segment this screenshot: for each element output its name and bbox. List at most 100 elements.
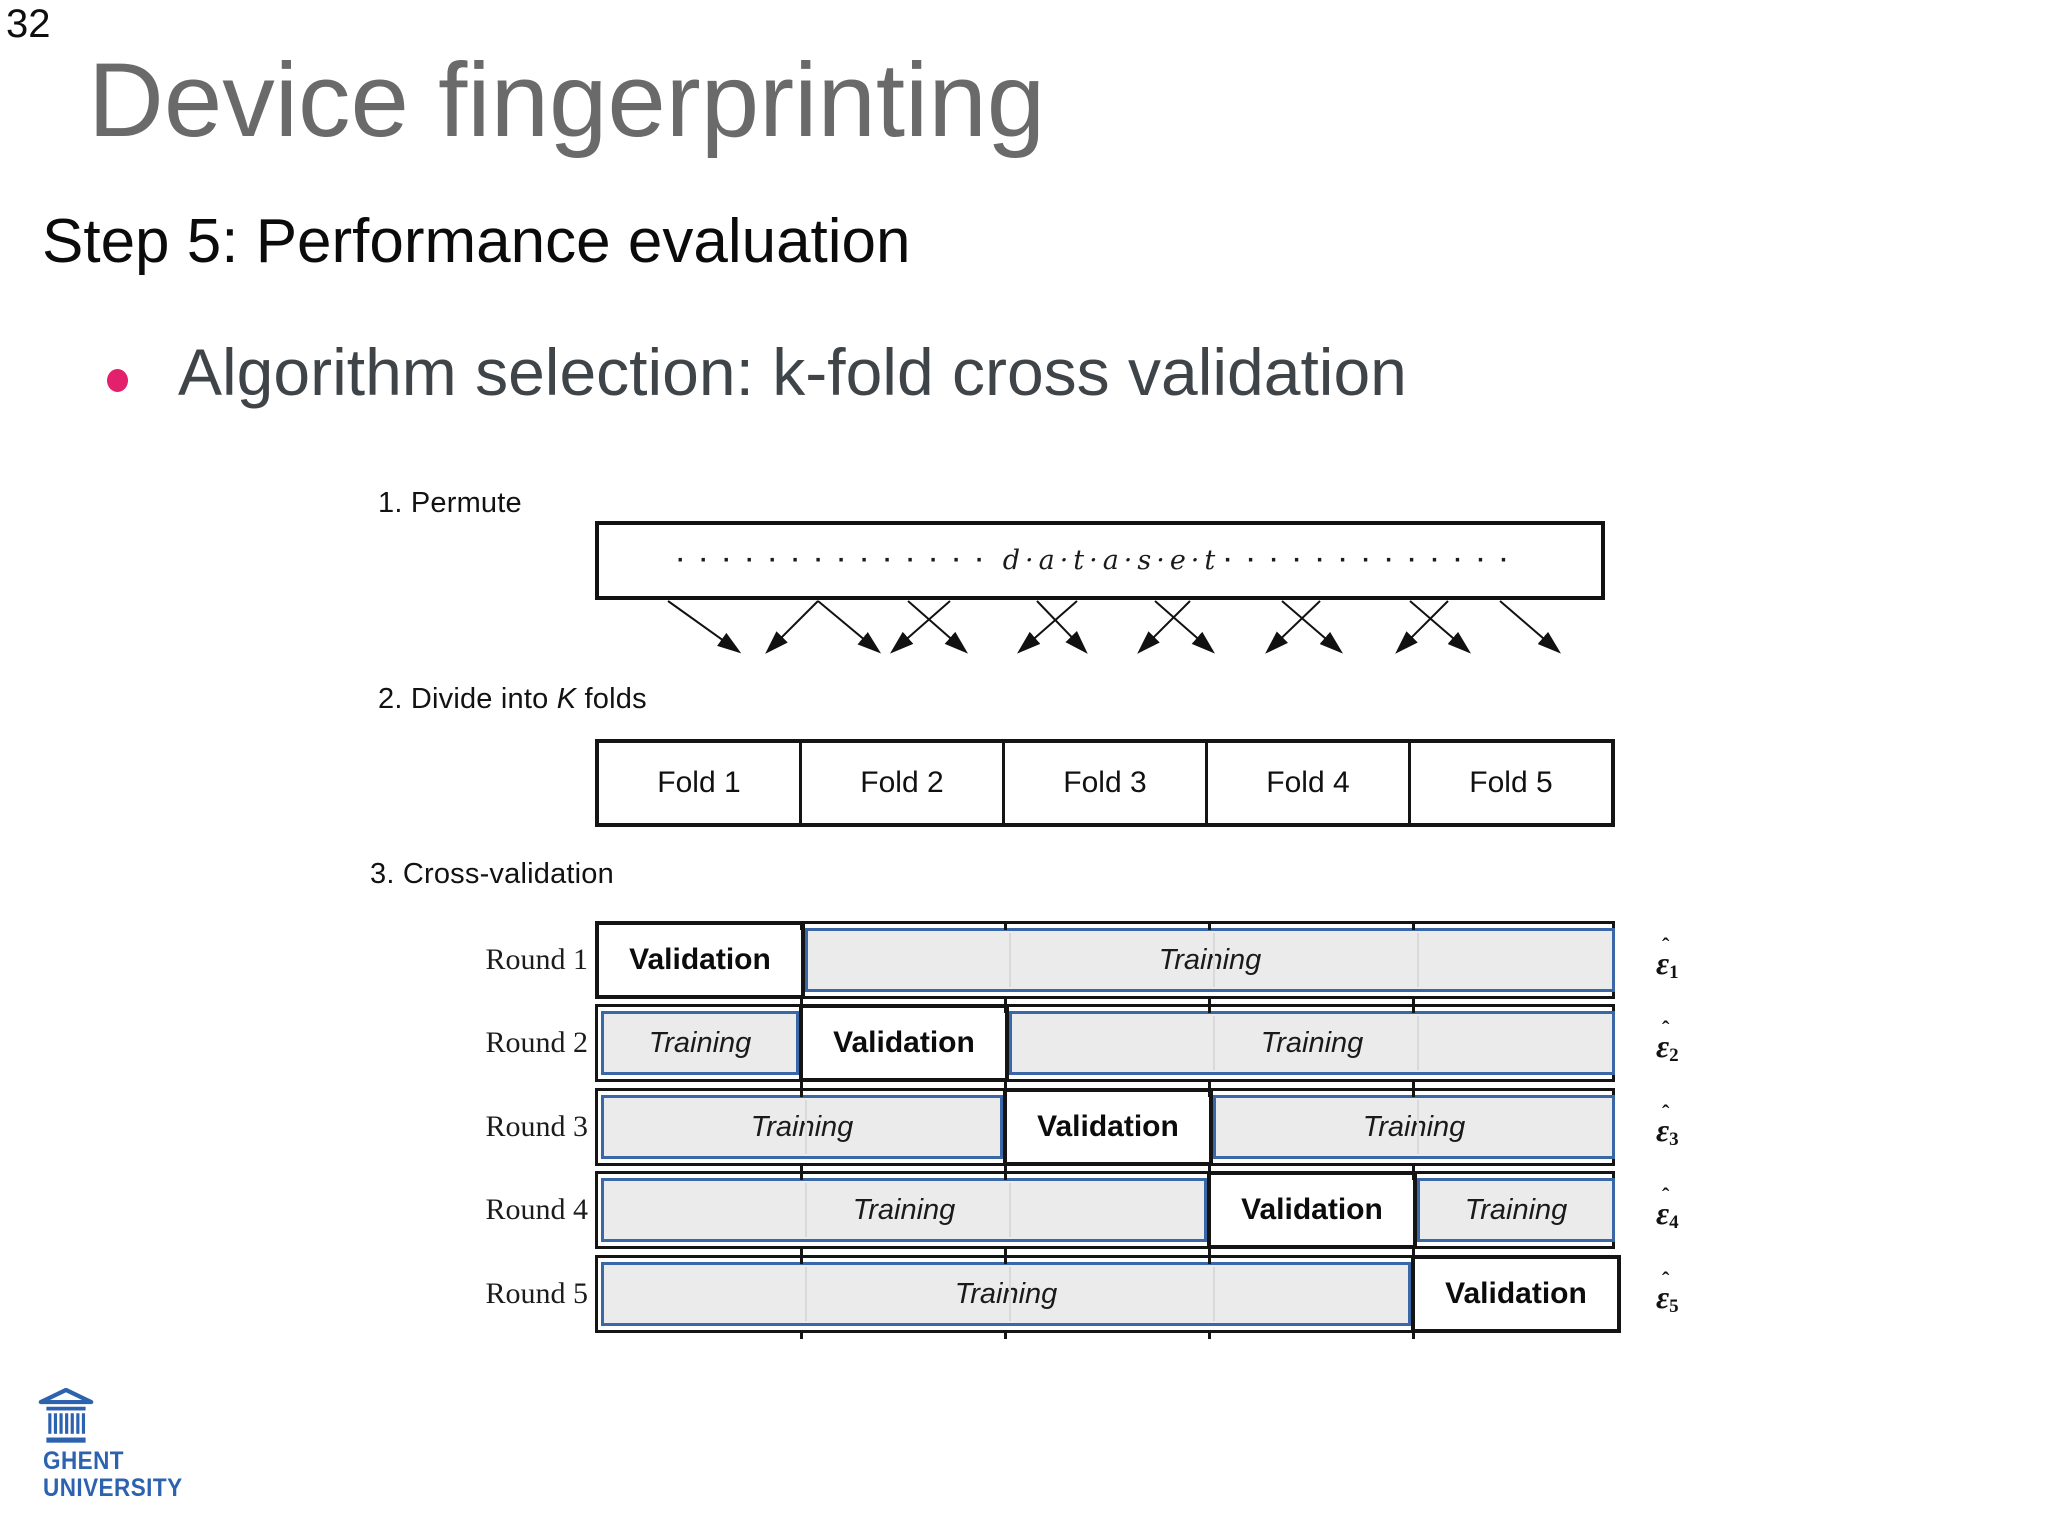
dataset-word: d·a·t·a·s·e·t <box>1002 545 1221 576</box>
permute-arrow <box>1499 600 1562 654</box>
training-cell: Training <box>601 1178 1207 1242</box>
fold-boundary-tick <box>1208 1163 1211 1172</box>
permute-arrow <box>765 600 819 654</box>
ghent-logo-line1: GHENT <box>43 1447 124 1475</box>
permute-arrows <box>667 600 1562 654</box>
fold-boundary-tick <box>800 996 803 1005</box>
permute-arrow <box>1395 600 1449 654</box>
fold-boundary-line <box>1213 1267 1215 1321</box>
validation-cell: Validation <box>595 921 805 999</box>
fold-boundary-line <box>1417 933 1419 987</box>
permute-arrow <box>1409 600 1472 654</box>
step2-divide-label: 2. Divide into K folds <box>378 683 647 716</box>
fold-cell: Fold 4 <box>1208 743 1411 823</box>
fold-boundary-tick <box>1208 1004 1211 1013</box>
permute-arrow <box>817 600 882 654</box>
fold-boundary-tick <box>800 921 803 930</box>
fold-boundary-line <box>1213 933 1215 987</box>
round-label: Round 1 <box>485 943 588 976</box>
fold-boundary-tick <box>1004 996 1007 1005</box>
step3-crossvalidation-label: 3. Cross-validation <box>370 858 614 890</box>
fold-boundary-line <box>1213 1016 1215 1070</box>
bullet-marker <box>107 369 128 392</box>
training-cell: Training <box>1417 1178 1615 1242</box>
training-cell: Training <box>601 1095 1003 1159</box>
fold-boundary-tick <box>1412 1163 1415 1172</box>
validation-cell: Validation <box>1003 1088 1213 1166</box>
fold-boundary-tick <box>1208 1255 1211 1264</box>
step2-prefix: 2. Divide into <box>378 683 557 715</box>
round-label: Round 2 <box>485 1026 588 1059</box>
validation-cell: Validation <box>1207 1171 1417 1249</box>
fold-boundary-tick <box>800 1171 803 1180</box>
fold-boundary-tick <box>1004 1079 1007 1088</box>
round-label: Round 4 <box>485 1193 588 1226</box>
permute-arrow <box>1281 600 1344 654</box>
validation-cell: Validation <box>1411 1255 1621 1333</box>
fold-boundary-tick <box>800 1255 803 1264</box>
ghent-logo-line2: UNIVERSITY <box>43 1474 183 1502</box>
fold-boundary-line <box>805 1183 807 1237</box>
step2-k: K <box>556 683 577 715</box>
fold-boundary-tick <box>800 1004 803 1013</box>
fold-boundary-tick <box>800 1163 803 1172</box>
fold-boundary-tick <box>1412 1255 1415 1264</box>
fold-boundary-line <box>1009 1183 1011 1237</box>
fold-boundary-line <box>1417 1100 1419 1154</box>
ghent-university-logo: GHENT UNIVERSITY <box>38 1388 238 1518</box>
permute-arrow <box>889 600 951 654</box>
fold-boundary-tick <box>1412 1004 1415 1013</box>
training-cell: Training <box>601 1262 1411 1326</box>
permute-arrow <box>1137 600 1191 654</box>
slide-title: Device fingerprinting <box>88 42 1046 159</box>
training-cell: Training <box>1009 1011 1615 1075</box>
fold-boundary-tick <box>1208 1079 1211 1088</box>
fold-boundary-tick <box>1004 1163 1007 1172</box>
page-number: 32 <box>6 2 51 46</box>
ghent-logo-text: GHENT UNIVERSITY <box>43 1448 183 1502</box>
round-label: Round 3 <box>485 1110 588 1143</box>
dataset-dots-right: ············· <box>1224 546 1524 574</box>
fold-boundary-tick <box>800 1246 803 1255</box>
fold-boundary-tick <box>1208 1171 1211 1180</box>
bullet-text: Algorithm selection: k-fold cross valida… <box>178 335 1407 409</box>
fold-cell: Fold 5 <box>1469 766 1553 799</box>
step1-permute-label: 1. Permute <box>378 487 522 519</box>
permute-arrow <box>907 600 969 654</box>
fold-boundary-line <box>1009 933 1011 987</box>
ghent-temple-icon <box>38 1388 94 1443</box>
fold-boundary-tick <box>1004 1004 1007 1013</box>
fold-boundary-tick <box>1412 996 1415 1005</box>
fold-boundary-tick <box>1004 1171 1007 1180</box>
fold-cell: Fold 2 <box>802 743 1005 823</box>
fold-boundary-line <box>1417 1016 1419 1070</box>
fold-boundary-tick <box>1412 921 1415 930</box>
fold-boundary-tick <box>1208 1246 1211 1255</box>
fold-boundary-tick <box>1412 1330 1415 1339</box>
fold-boundary-tick <box>1004 1330 1007 1339</box>
fold-boundary-tick <box>1412 1171 1415 1180</box>
permute-arrow <box>1265 600 1321 654</box>
fold-boundary-tick <box>800 1088 803 1097</box>
fold-boundary-line <box>1009 1267 1011 1321</box>
fold-cell: Fold 1 <box>599 743 802 823</box>
fold-boundary-tick <box>800 1330 803 1339</box>
round-label: Round 5 <box>485 1277 588 1310</box>
training-cell: Training <box>601 1011 799 1075</box>
fold-boundary-tick <box>1412 1088 1415 1097</box>
fold-boundary-tick <box>1004 1088 1007 1097</box>
permute-arrow <box>667 600 742 654</box>
fold-cell: Fold 3 <box>1005 743 1208 823</box>
step2-suffix: folds <box>576 683 647 715</box>
fold-boundary-tick <box>1208 1330 1211 1339</box>
slide-subtitle: Step 5: Performance evaluation <box>42 207 911 276</box>
